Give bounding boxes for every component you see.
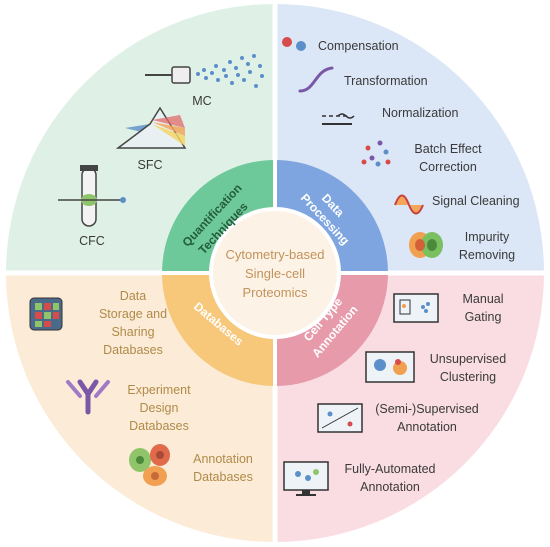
label-sfc: SFC xyxy=(137,158,163,172)
inner-ring xyxy=(160,158,390,388)
mass-cytometer-icon xyxy=(145,54,264,88)
label-manual-gating: Manual Gating xyxy=(448,290,518,326)
label-design-2: Design xyxy=(139,401,179,415)
label-semi-1: (Semi-)Supervised xyxy=(375,402,479,416)
label-mc: MC xyxy=(192,94,212,108)
cells-icon xyxy=(129,444,170,486)
sigmoid-curve-icon xyxy=(298,66,334,93)
dots-pair-icon xyxy=(282,37,306,51)
label-impurity-2: Removing xyxy=(458,248,516,262)
label-unsup-2: Clustering xyxy=(439,370,497,384)
label-impurity-1: Impurity xyxy=(464,230,510,244)
label-batch-1: Batch Effect xyxy=(414,142,482,156)
label-normalization: Normalization xyxy=(382,106,459,120)
label-anno-db-1: Annotation xyxy=(193,452,253,466)
label-cfc: CFC xyxy=(79,234,105,248)
label-storage-3: Sharing xyxy=(111,325,155,339)
label-storage-2: Storage and xyxy=(98,307,168,321)
label-unsupervised: Unsupervised Clustering xyxy=(418,350,518,386)
gating-plot-icon xyxy=(393,293,439,323)
label-signal-cleaning: Signal Cleaning xyxy=(432,194,520,208)
label-impurity: Impurity Removing xyxy=(452,228,522,264)
database-grid-icon xyxy=(29,297,63,331)
label-storage-db: Data Storage and Sharing Databases xyxy=(88,287,178,359)
center-title: Cytometry-based Single-cell Proteomics xyxy=(205,245,345,302)
label-batch-2: Correction xyxy=(419,160,477,174)
baseline-icon xyxy=(322,113,355,125)
label-manual-2: Gating xyxy=(464,310,502,324)
label-semi-2: Annotation xyxy=(397,420,457,434)
label-unsup-1: Unsupervised xyxy=(429,352,507,366)
label-design-3: Databases xyxy=(129,419,189,433)
label-storage-4: Databases xyxy=(103,343,163,357)
cluster-plot-icon xyxy=(365,351,415,383)
label-manual-1: Manual xyxy=(462,292,504,306)
label-design-db: Experiment Design Databases xyxy=(114,381,204,435)
flow-tube-icon xyxy=(58,165,126,227)
label-auto-1: Fully-Automated xyxy=(344,462,436,476)
label-annotation-db: Annotation Databases xyxy=(178,450,268,486)
label-compensation: Compensation xyxy=(318,39,399,53)
label-semi-supervised: (Semi-)Supervised Annotation xyxy=(364,400,490,436)
monitor-plot-icon xyxy=(283,461,329,496)
center-line-1: Cytometry-based xyxy=(225,247,325,262)
center-line-3: Proteomics xyxy=(242,285,308,300)
scattered-dots-icon xyxy=(361,140,391,167)
label-storage-1: Data xyxy=(119,289,147,303)
center-circle xyxy=(209,207,341,339)
doublet-cell-icon xyxy=(409,232,443,258)
supervised-plot-icon xyxy=(317,403,363,433)
label-transformation: Transformation xyxy=(344,74,428,88)
signal-wave-icon xyxy=(394,194,424,215)
spectral-prism-icon xyxy=(115,106,187,149)
label-auto-2: Annotation xyxy=(360,480,420,494)
label-fully-automated: Fully-Automated Annotation xyxy=(330,460,450,496)
label-anno-db-2: Databases xyxy=(193,470,253,484)
center-line-2: Single-cell xyxy=(245,266,305,281)
label-batch-effect: Batch Effect Correction xyxy=(400,140,496,176)
label-design-1: Experiment xyxy=(127,383,191,397)
antibody-icon xyxy=(66,379,110,415)
